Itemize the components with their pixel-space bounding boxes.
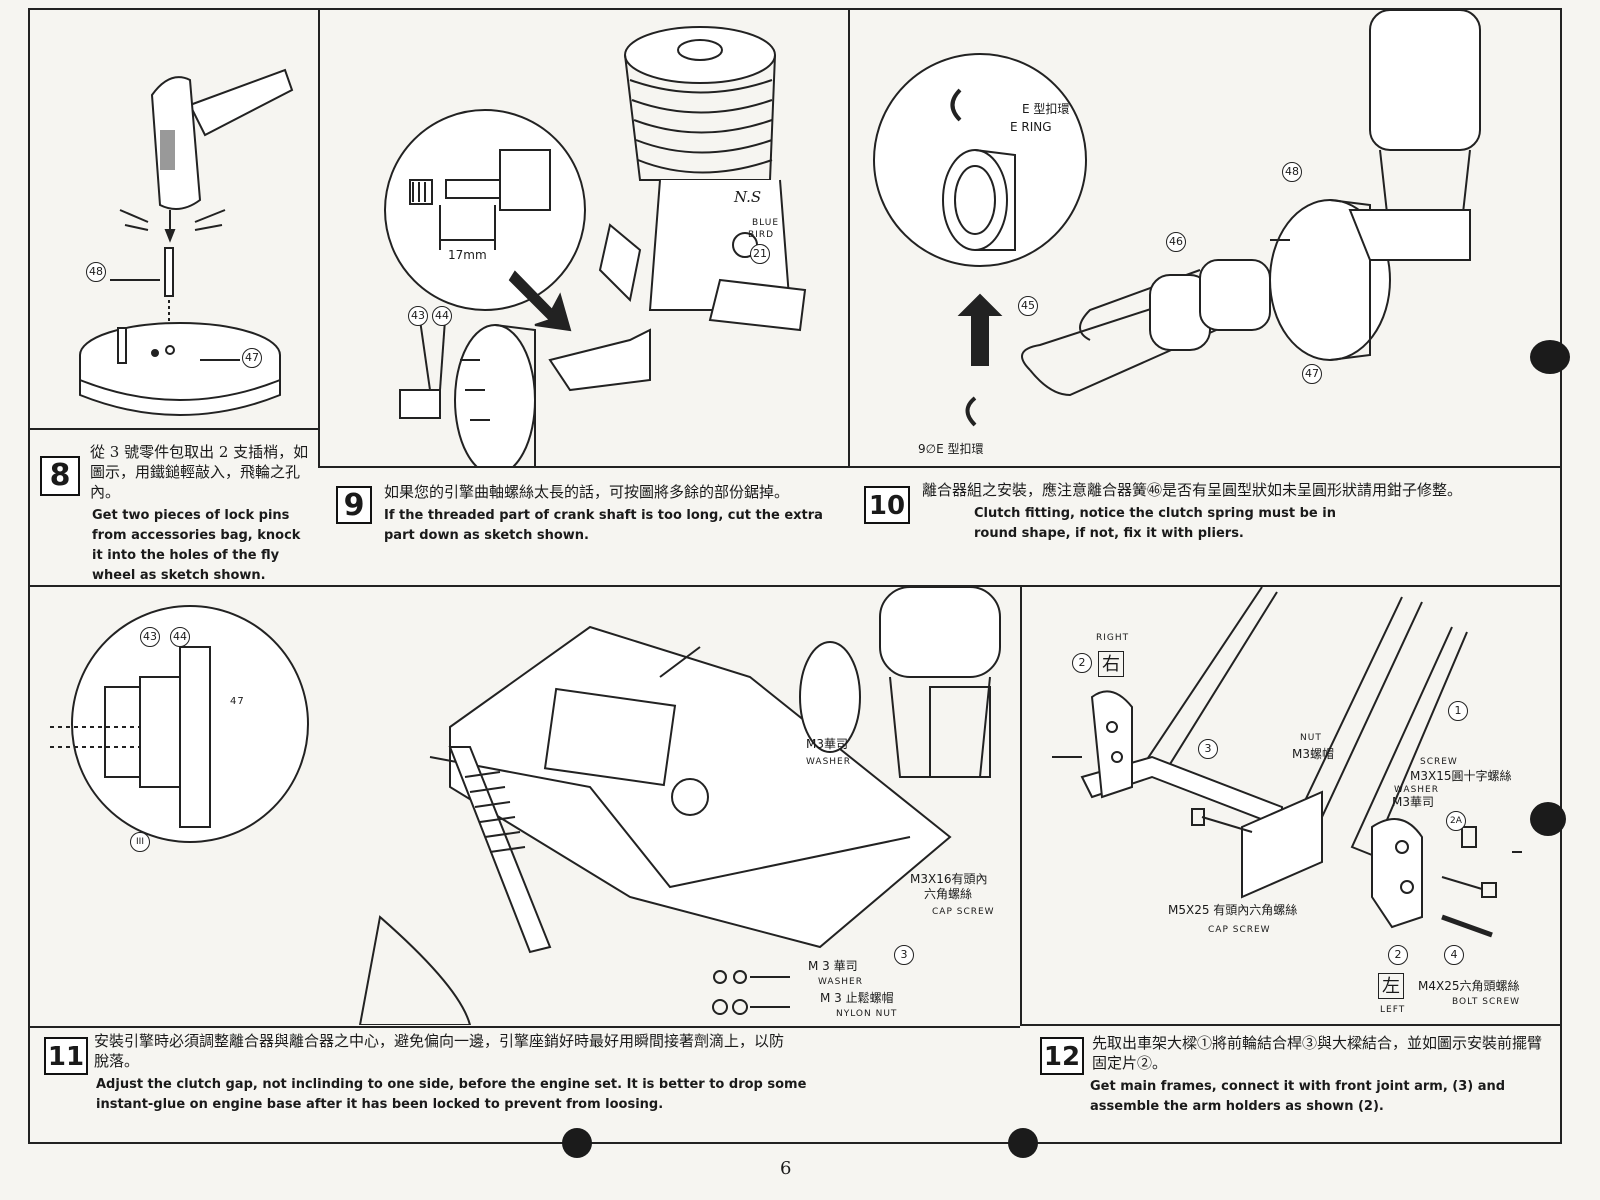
washer-en-label: WASHER [1394, 785, 1439, 795]
callout-2-left: 2 [1388, 945, 1408, 965]
binder-hole [562, 1128, 592, 1158]
nylon-en-label: NYLON NUT [836, 1009, 898, 1019]
callout-3: 3 [1198, 739, 1218, 759]
bolt-en-label: BOLT SCREW [1452, 997, 1521, 1007]
binder-hole [1008, 1128, 1038, 1158]
capscrew-zh-label-1: M3X16有頭內 [910, 872, 988, 886]
callout-iii: III [130, 832, 150, 852]
divider-row [28, 585, 1562, 587]
dimension-17mm: 17mm [448, 248, 487, 262]
step-9-number: 9 [336, 486, 372, 524]
capscrew-zh-label-2: 六角螺絲 [924, 887, 973, 901]
left-en-label: LEFT [1380, 1005, 1406, 1015]
capscrew-zh-label: M5X25 有頭內六角螺絲 [1168, 903, 1298, 917]
divider-top-illustrations [28, 428, 318, 430]
ering-en-label: E RING [1010, 120, 1052, 134]
step-12-en-text: Get main frames, connect it with front j… [1090, 1079, 1506, 1114]
callout-47: 47 [230, 696, 245, 707]
engine-size-21: 21 [750, 244, 770, 264]
step-8-zh-text: 從 3 號零件包取出 2 支插梢，如 圖示，用鐵鎚輕敲入，飛輪之孔內。 [90, 443, 309, 501]
bolt-zh-label: M4X25六角頭螺絲 [1418, 979, 1520, 993]
washer2-zh-label: M 3 華司 [808, 959, 858, 973]
screw-en-label: SCREW [1420, 757, 1458, 767]
page-number: 6 [780, 1158, 792, 1179]
step-8-panel: 48 47 8 從 3 號零件包取出 2 支插梢，如 圖示，用鐵鎚輕敲入，飛輪之… [30, 10, 318, 585]
step-10-number: 10 [864, 486, 910, 524]
callout-3: 3 [894, 945, 914, 965]
divider-9-caption [318, 466, 1562, 468]
engine-brand-bird: BIRD [748, 230, 775, 240]
binder-hole [1530, 340, 1570, 374]
step-8-illustration [79, 68, 294, 416]
capscrew-en-label: CAP SCREW [1208, 925, 1271, 935]
divider-8-9 [318, 8, 320, 468]
step-12-illustration [1052, 587, 1522, 938]
left-zh-label: 左 [1378, 973, 1404, 999]
right-en-label: RIGHT [1096, 633, 1130, 643]
step-9-zh-text: 如果您的引擎曲軸螺絲太長的話，可按圖將多餘的部份鋸掉。 [384, 483, 790, 501]
callout-45: 45 [1018, 296, 1038, 316]
ering9-label: 9∅E 型扣環 [918, 442, 984, 456]
divider-12-caption [1020, 1024, 1562, 1026]
callout-43: 43 [140, 627, 160, 647]
callout-2a: 2A [1446, 811, 1466, 831]
callout-4: 4 [1444, 945, 1464, 965]
step-9-en-text: If the threaded part of crank shaft is t… [384, 508, 823, 543]
engine-brand-ns: N.S [734, 188, 762, 206]
nut-zh-label: M3螺帽 [1292, 747, 1334, 761]
callout-48: 48 [1282, 162, 1302, 182]
engine-brand-blue: BLUE [752, 218, 780, 228]
step-10-en-text: Clutch fitting, notice the clutch spring… [974, 506, 1336, 541]
callout-47: 47 [242, 348, 262, 368]
divider-9-10 [848, 8, 850, 468]
step-10-panel: E 型扣環 E RING 9∅E 型扣環 48 46 45 47 10 離合器組… [850, 10, 1562, 585]
capscrew-en-label: CAP SCREW [932, 907, 995, 917]
step-12-panel: RIGHT 2 右 3 1 NUT M3螺帽 SCREW M3X15圓十字螺絲 … [1022, 587, 1562, 1142]
callout-1: 1 [1448, 701, 1468, 721]
washer2-en-label: WASHER [818, 977, 863, 987]
callout-44: 44 [432, 306, 452, 326]
step-8-number: 8 [40, 456, 80, 496]
step-11-zh-text: 安裝引擎時必須調整離合器與離合器之中心，避免偏向一邊，引擎座銷好時最好用瞬間接著… [94, 1032, 785, 1070]
washer-en-label: WASHER [806, 757, 851, 767]
divider-11-12 [1020, 585, 1022, 1025]
binder-hole [1530, 802, 1566, 836]
page-frame [28, 8, 1562, 1144]
step-12-number: 12 [1040, 1037, 1084, 1075]
step-11-en-text: Adjust the clutch gap, not inclinding to… [96, 1077, 807, 1112]
nut-en-label: NUT [1300, 733, 1322, 743]
washer-zh-label: M3華司 [806, 737, 848, 751]
step-11-panel: 43 44 47 III 3 M3華司 WASHER M3X16有頭內 六角螺絲… [30, 587, 1020, 1142]
callout-47: 47 [1302, 364, 1322, 384]
screw-zh-label: M3X15圓十字螺絲 [1410, 769, 1512, 783]
step-11-number: 11 [44, 1037, 88, 1075]
callout-46: 46 [1166, 232, 1186, 252]
step-9-panel: 17mm N.S BLUE BIRD 21 43 44 9 如果您的引擎曲軸螺絲… [320, 10, 848, 585]
callout-2-right: 2 [1072, 653, 1092, 673]
right-zh-label: 右 [1098, 651, 1124, 677]
callout-43: 43 [408, 306, 428, 326]
step-12-zh-text: 先取出車架大樑①將前輪結合桿③與大樑結合，並如圖示安裝前擺臂固定片②。 [1092, 1034, 1543, 1072]
callout-48: 48 [86, 262, 106, 282]
step-9-illustration [384, 26, 807, 466]
callout-44: 44 [170, 627, 190, 647]
step-8-en-text: Get two pieces of lock pins from accesso… [92, 508, 301, 583]
washer-zh-label: M3華司 [1392, 795, 1434, 809]
step-10-illustration [873, 10, 1481, 427]
ering-zh-label: E 型扣環 [1022, 102, 1070, 116]
nylon-zh-label: M 3 止鬆螺帽 [820, 991, 894, 1005]
step-10-zh-text: 離合器組之安裝，應注意離合器簧㊻是否有呈圓型狀如未呈圓形狀請用鉗子修整。 [922, 481, 1463, 499]
step-11-illustration [50, 587, 1001, 1025]
divider-11-caption [28, 1026, 1020, 1028]
